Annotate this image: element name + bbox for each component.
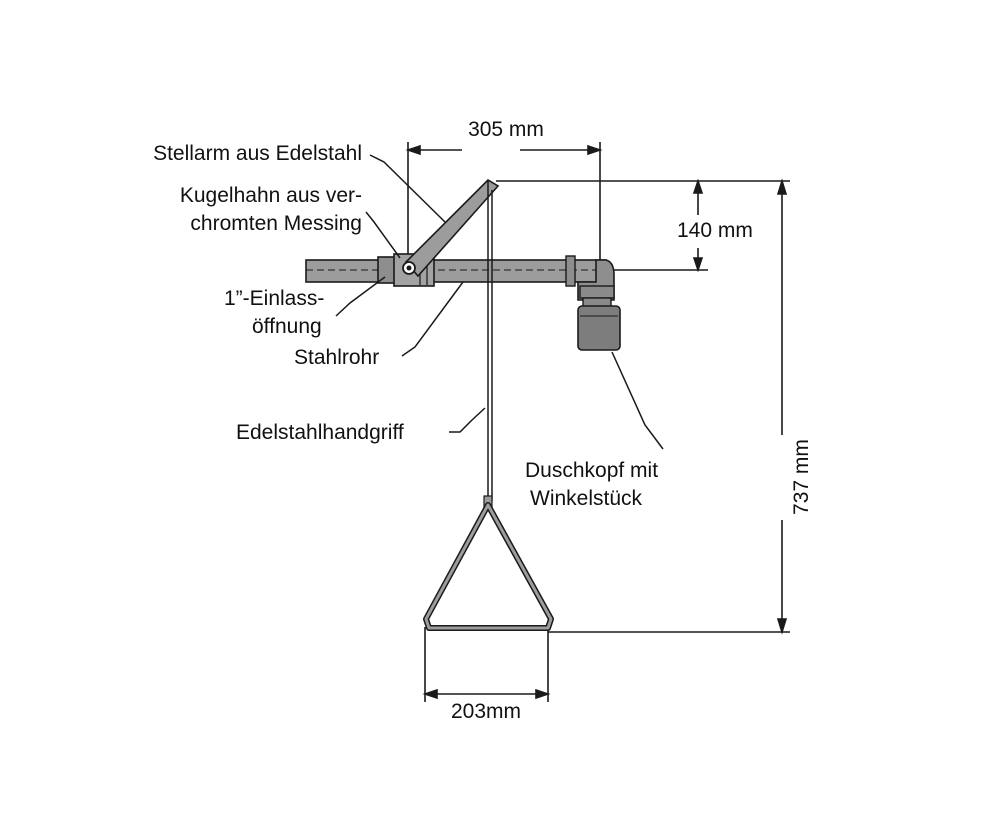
handle-rod	[423, 181, 554, 631]
label-duschkopf-line2: Winkelstück	[530, 487, 643, 510]
dimension-737	[548, 178, 790, 635]
steel-pipe	[305, 255, 607, 287]
elbow-fitting	[577, 259, 615, 301]
dimension-label-140: 140 mm	[677, 219, 753, 242]
lever-arm	[402, 178, 500, 278]
dimension-label-203: 203mm	[450, 700, 522, 723]
dimension-305	[405, 142, 603, 262]
label-handgriff: Edelstahlhandgriff	[236, 421, 404, 444]
label-stellarm: Stellarm aus Edelstahl	[153, 142, 362, 165]
label-einlass-line2: öffnung	[252, 315, 322, 338]
label-kugelhahn-line2: chromten Messing	[190, 212, 362, 235]
label-kugelhahn-line1: Kugelhahn aus ver-	[179, 184, 362, 207]
dimension-203	[422, 627, 551, 702]
leader-lines	[335, 154, 664, 450]
label-einlass-line1: 1”-Einlass-	[224, 287, 325, 310]
shower-head	[577, 297, 621, 351]
dimension-label-737: 737 mm	[790, 439, 813, 515]
dimension-140	[496, 178, 708, 273]
label-duschkopf-line1: Duschkopf mit	[525, 459, 659, 482]
label-stahlrohr: Stahlrohr	[294, 346, 380, 369]
dimension-label-305: 305 mm	[468, 118, 544, 141]
